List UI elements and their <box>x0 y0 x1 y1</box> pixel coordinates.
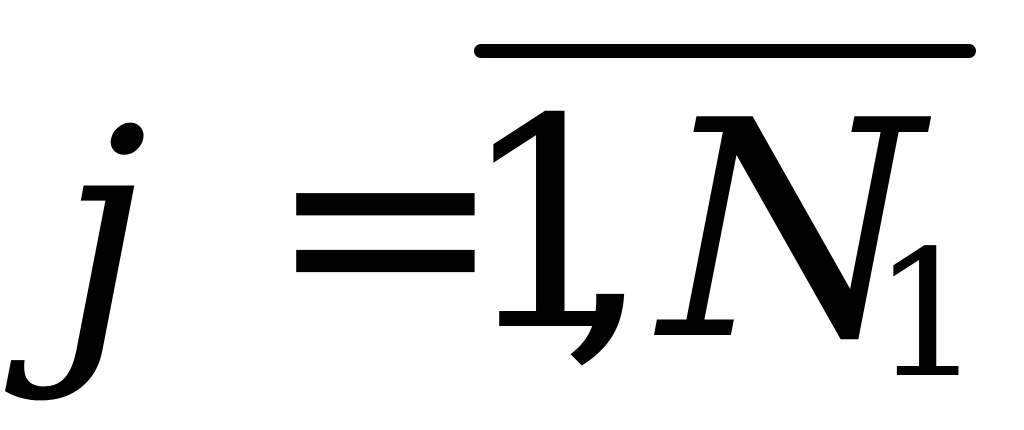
variable-j: j <box>58 68 148 405</box>
range-end-symbol: N <box>660 57 923 406</box>
range-separator: , <box>560 58 653 395</box>
range-end-subscript: 1 <box>872 214 984 417</box>
range-start: 1 <box>458 58 643 395</box>
equals-sign: = <box>266 58 505 390</box>
range-overline <box>474 44 976 58</box>
